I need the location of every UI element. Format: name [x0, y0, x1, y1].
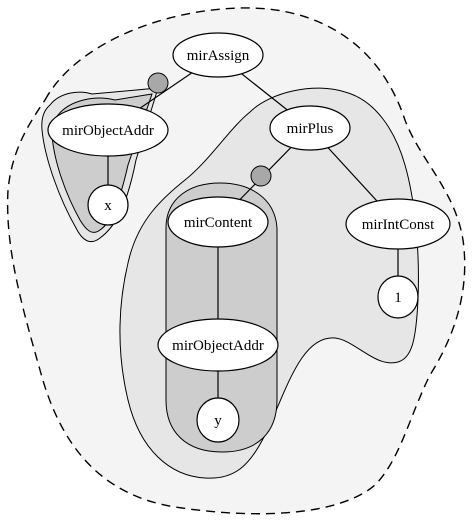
node-mir-plus[interactable]: mirPlus	[269, 105, 351, 151]
node-mir-assign[interactable]: mirAssign	[172, 32, 264, 78]
node-mir-content[interactable]: mirContent	[167, 196, 269, 248]
node-mir-int-const[interactable]: mirIntConst	[345, 198, 451, 250]
node-label: mirPlus	[287, 121, 334, 137]
node-label: x	[104, 198, 112, 214]
node-one[interactable]: 1	[377, 275, 419, 319]
port-circle-left	[147, 72, 169, 94]
node-y[interactable]: y	[196, 397, 240, 443]
node-mir-object-addr-inner[interactable]: mirObjectAddr	[157, 318, 279, 372]
node-label: mirContent	[184, 215, 253, 231]
node-mir-object-addr-left[interactable]: mirObjectAddr	[47, 103, 169, 157]
node-label: 1	[394, 290, 402, 306]
port-circle-right	[250, 165, 272, 187]
node-label: mirIntConst	[362, 217, 435, 233]
node-label: mirObjectAddr	[172, 338, 264, 354]
content-chain-region	[165, 182, 278, 453]
node-x[interactable]: x	[87, 184, 129, 226]
node-label: mirObjectAddr	[62, 123, 154, 139]
node-label: mirAssign	[187, 48, 250, 64]
node-label: y	[214, 413, 222, 429]
